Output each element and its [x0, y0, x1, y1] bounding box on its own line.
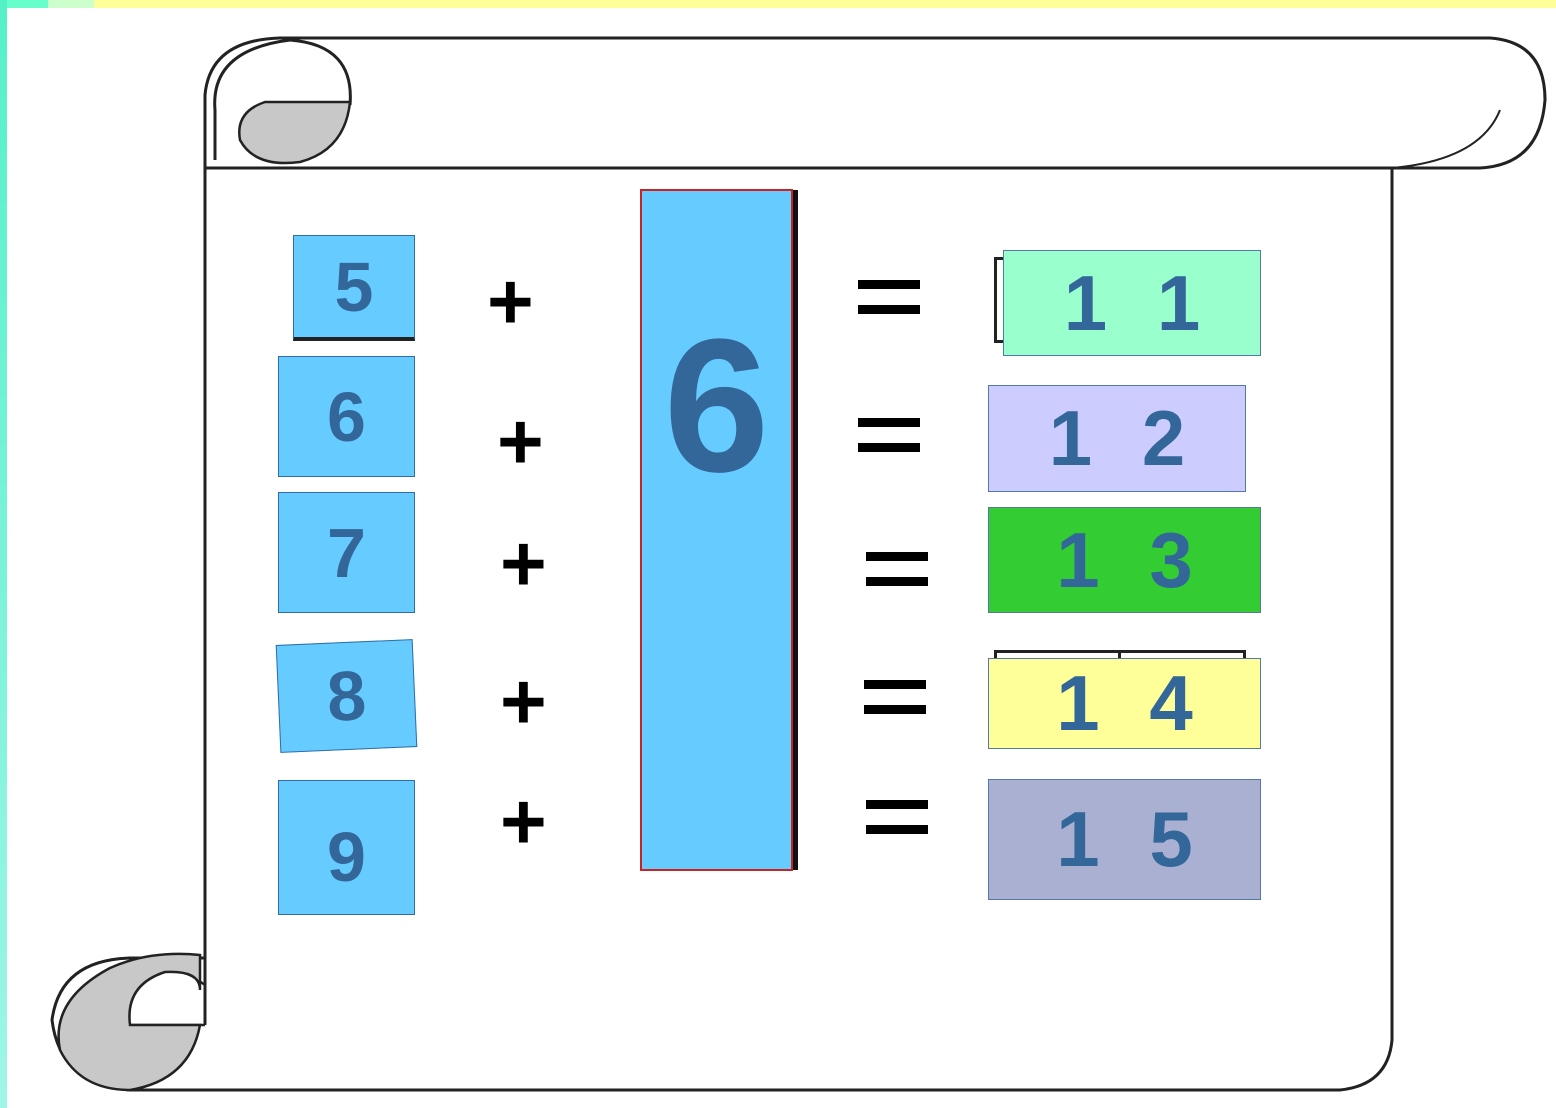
addend-tile-5[interactable]: 5 [293, 235, 415, 341]
result-value: 1 3 [1056, 515, 1207, 604]
top-strip-corner [0, 0, 48, 8]
result-value: 1 1 [1063, 258, 1215, 347]
result-value: 1 5 [1056, 795, 1207, 883]
plus-sign: + [500, 777, 547, 866]
result-tile-14[interactable]: 1 4 [988, 658, 1261, 749]
addend-tile-7[interactable]: 7 [278, 492, 415, 613]
scroll-top-curl-gray [238, 100, 352, 165]
scroll-bottom-curl-gray [57, 952, 202, 1092]
equals-sign [866, 800, 928, 834]
scroll-body [50, 36, 1547, 1092]
result-tile-15[interactable]: 1 5 [988, 779, 1261, 900]
plus-sign: + [500, 657, 547, 746]
plus-sign: + [487, 257, 534, 346]
result-value: 1 2 [1048, 394, 1200, 482]
addend-value: 8 [325, 656, 368, 736]
addend-value: 6 [327, 377, 366, 456]
top-strip-corner-light [48, 0, 94, 8]
scroll-top-curl [213, 38, 352, 160]
plus-sign: + [497, 397, 544, 486]
scroll-right-curl [1391, 109, 1501, 169]
equals-sign [864, 680, 926, 714]
addend-value: 5 [334, 247, 374, 326]
addend-value: 7 [327, 513, 366, 592]
top-color-strip [0, 0, 1556, 8]
equals-sign [866, 552, 928, 586]
added-number-tile[interactable]: 6 [640, 189, 793, 871]
addend-value: 9 [327, 817, 366, 896]
addend-tile-9[interactable]: 9 [278, 780, 415, 915]
equals-sign [858, 418, 920, 452]
result-tile-12[interactable]: 1 2 [988, 385, 1246, 492]
equals-sign [858, 280, 920, 314]
plus-sign: + [500, 519, 547, 608]
added-number-value: 6 [663, 300, 770, 512]
result-value: 1 4 [1056, 659, 1207, 747]
addend-tile-8[interactable]: 8 [275, 639, 418, 753]
answer-frame-divider [1118, 650, 1121, 660]
result-tile-13[interactable]: 1 3 [988, 507, 1261, 613]
addend-tile-6[interactable]: 6 [278, 356, 415, 477]
left-color-strip [0, 0, 7, 1108]
result-tile-11[interactable]: 1 1 [1003, 250, 1261, 356]
